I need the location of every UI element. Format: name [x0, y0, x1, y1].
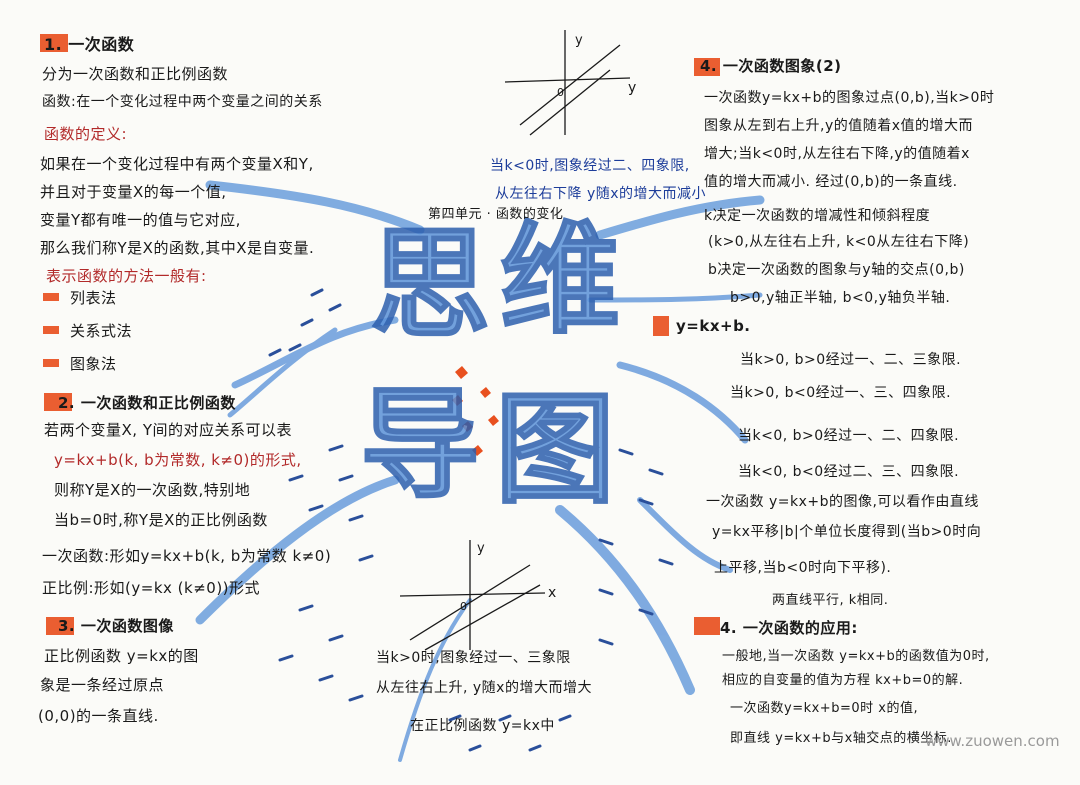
bottom-axis-x: x: [548, 585, 557, 601]
branch-left-low: [227, 327, 338, 418]
s4a-line-2: 增大;当k<0时,从左往右下降,y的值随着x: [704, 146, 970, 162]
s1-line-5: 变量Y都有唯一的值与它对应,: [40, 211, 241, 229]
s2-line-2: 则称Y是X的一次函数,特别地: [54, 481, 251, 499]
s4a-parallel: 两直线平行, k相同.: [772, 593, 889, 608]
branch-bottom-right: [555, 505, 695, 695]
marker-s3: [46, 617, 74, 635]
s1-line-0: 分为一次函数和正比例函数: [42, 65, 229, 83]
top-coordinate-plot: [504, 30, 631, 136]
s4a-line-0: 一次函数y=kx+b的图象过点(0,b),当k>0时: [704, 90, 995, 106]
s2-bullet-0: 一次函数:形如y=kx+b(k, b为常数 k≠0): [42, 547, 332, 565]
marker-method-2: [43, 326, 59, 334]
s1-method-1: 关系式法: [70, 322, 133, 340]
bottom-note-1: 从左往右上升, y随x的增大而增大: [376, 680, 592, 696]
s4b-line-2: 一次函数y=kx+b=0时 x的值,: [730, 701, 919, 716]
bottom-axis-o: 0: [460, 600, 468, 613]
marker-method-1: [43, 293, 59, 301]
marker-s4a: [694, 58, 720, 76]
s4a-line-3: 值的增大而减小. 经过(0,b)的一条直线.: [704, 174, 958, 190]
s1-line-6: 那么我们称Y是X的函数,其中X是自变量.: [40, 239, 315, 257]
top-axis-x: y: [628, 80, 637, 96]
s4a-case-1: 当k>0, b<0经过一、三、四象限.: [730, 385, 952, 401]
s4a-case-3: 当k<0, b<0经过二、三、四象限.: [738, 464, 960, 480]
s2-bullet-1: 正比例:形如(y=kx (k≠0))形式: [42, 579, 261, 597]
top-note-0: 当k<0时,图象经过二、四象限,: [490, 158, 690, 174]
s3-line-1: 象是一条经过原点: [40, 676, 165, 694]
top-axis-o: 0: [557, 86, 565, 99]
bottom-note-0: 当k>0时,图象经过一、三象限: [376, 650, 571, 666]
s2-line-3: 当b=0时,称Y是X的正比例函数: [54, 511, 268, 529]
s4a-shift-0: 一次函数 y=kx+b的图像,可以看作由直线: [706, 494, 979, 510]
dash-marks: [268, 288, 674, 752]
s4a-line-5: (k>0,从左往右上升, k<0从左往右下降): [708, 234, 970, 250]
s2-line-0: 若两个变量X, Y间的对应关系可以表: [44, 421, 292, 439]
top-axis-y: y: [575, 33, 584, 48]
branch-top-left: [205, 180, 425, 235]
branch-bottom-left: [195, 475, 400, 625]
s1-line-2: 函数的定义:: [44, 125, 128, 143]
center-char-dao: 导: [359, 374, 481, 515]
red-dots: [452, 366, 499, 456]
center-char-wei: 维: [499, 209, 621, 350]
branch-right-long: [587, 292, 763, 303]
s4b-line-1: 相应的自变量的值为方程 kx+b=0的解.: [722, 673, 964, 688]
branch-bottom-center: [398, 598, 472, 762]
bottom-axis-y: y: [477, 541, 486, 556]
branch-arc-right: [637, 497, 733, 573]
s1-line-4: 并且对于变量X的每一个值,: [40, 183, 227, 201]
s2-line-1: y=kx+b(k, b为常数, k≠0)的形式,: [54, 451, 302, 469]
s3-title: 3. 一次函数图像: [58, 617, 174, 635]
s1-methods-title: 表示函数的方法一般有:: [46, 267, 207, 285]
s4b-title: 4. 一次函数的应用:: [720, 619, 858, 637]
s1-line-3: 如果在一个变化过程中有两个变量X和Y,: [40, 155, 314, 173]
marker-s2: [44, 393, 72, 411]
s4a-title: 4. 一次函数图象(2): [700, 57, 842, 75]
s4a-eq: y=kx+b.: [676, 317, 751, 335]
marker-s4b: [694, 617, 720, 635]
branch-top-right: [595, 195, 765, 240]
s4a-line-6: b决定一次函数的图象与y轴的交点(0,b): [708, 262, 965, 278]
s4a-shift-1: y=kx平移|b|个单位长度得到(当b>0时向: [712, 524, 982, 540]
marker-method-3: [43, 359, 59, 367]
unit-label: 第四单元 · 函数的变化: [428, 207, 564, 222]
s4b-line-0: 一般地,当一次函数 y=kx+b的函数值为0时,: [722, 649, 990, 664]
top-note-1: 从左往右下降 y随x的增大而减小: [495, 186, 707, 202]
s2-title: 2. 一次函数和正比例函数: [58, 394, 236, 412]
s1-method-2: 图象法: [70, 355, 117, 373]
s1-line-1: 函数:在一个变化过程中两个变量之间的关系: [42, 94, 323, 110]
s4b-line-3: 即直线 y=kx+b与x轴交点的横坐标.: [730, 731, 952, 746]
marker-eq: [653, 316, 669, 336]
center-char-si: 思: [369, 214, 491, 355]
branch-right-mid: [616, 361, 749, 444]
s1-title: 1. 一次函数: [44, 35, 135, 54]
s4a-line-4: k决定一次函数的增减性和倾斜程度: [704, 208, 931, 224]
bottom-caption: 在正比例函数 y=kx中: [410, 718, 555, 734]
center-char-tu: 图: [494, 379, 616, 520]
s4a-case-0: 当k>0, b>0经过一、二、三象限.: [740, 352, 962, 368]
s4a-shift-2: 上平移,当b<0时向下平移).: [714, 560, 892, 576]
s4a-case-2: 当k<0, b>0经过一、二、四象限.: [738, 428, 960, 444]
s4a-line-1: 图象从左到右上升,y的值随着x值的增大而: [704, 118, 974, 134]
s1-method-0: 列表法: [70, 289, 117, 307]
watermark: www.zuowen.com: [925, 732, 1060, 750]
s4a-line-7: b>0,y轴正半轴, b<0,y轴负半轴.: [730, 290, 951, 306]
s3-line-2: (0,0)的一条直线.: [38, 707, 159, 725]
bottom-coordinate-plot: [399, 540, 546, 651]
s3-line-0: 正比例函数 y=kx的图: [44, 647, 199, 665]
marker-s1: [40, 34, 68, 52]
